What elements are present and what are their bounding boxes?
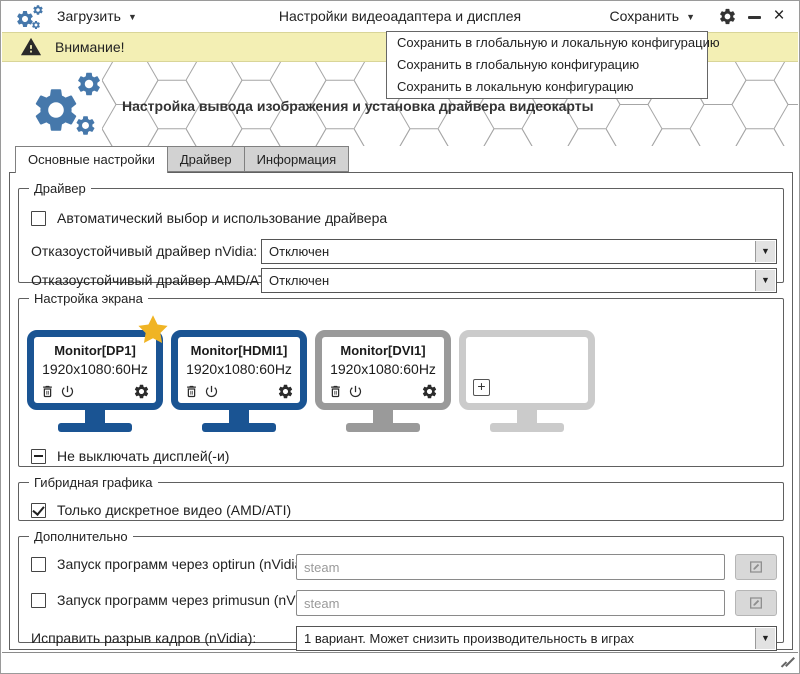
- save-dropdown-button[interactable]: Сохранить▼: [609, 8, 696, 24]
- additional-group-title: Дополнительно: [34, 529, 128, 544]
- discrete-only-label[interactable]: Только дискретное видео (AMD/ATI): [57, 502, 292, 518]
- app-logo-gears-icon: [30, 70, 114, 142]
- power-icon[interactable]: [348, 384, 363, 399]
- monitor-empty-slot[interactable]: +: [459, 330, 595, 432]
- power-icon[interactable]: [204, 384, 219, 399]
- pencil-icon: [748, 559, 764, 575]
- monitor-resolution: 1920x1080:60Hz: [186, 361, 292, 377]
- monitor-resolution: 1920x1080:60Hz: [42, 361, 148, 377]
- minimize-button[interactable]: [748, 16, 761, 19]
- trash-icon[interactable]: [184, 384, 199, 399]
- tearing-fix-label: Исправить разрыв кадров (nVidia):: [31, 630, 257, 646]
- hybrid-graphics-group: Гибридная графика Только дискретное виде…: [18, 475, 784, 521]
- auto-driver-checkbox[interactable]: [31, 210, 46, 226]
- monitor-name: Monitor[DP1]: [54, 343, 136, 358]
- monitor-dp1[interactable]: Monitor[DP1] 1920x1080:60Hz: [27, 330, 163, 432]
- load-dropdown-button[interactable]: Загрузить▼: [57, 8, 137, 24]
- trash-icon[interactable]: [40, 384, 55, 399]
- primusun-label[interactable]: Запуск программ через primusun (nVidia):: [57, 592, 326, 608]
- chevron-down-icon[interactable]: ▼: [755, 241, 775, 262]
- menu-item-save-local[interactable]: Сохранить в локальную конфигурацию: [397, 79, 634, 94]
- amd-failsafe-label: Отказоустойчивый драйвер AMD/ATI:: [31, 272, 275, 288]
- trash-icon[interactable]: [328, 384, 343, 399]
- auto-driver-label[interactable]: Автоматический выбор и использование дра…: [57, 210, 388, 226]
- tab-driver[interactable]: Драйвер: [166, 146, 245, 172]
- optirun-edit-button[interactable]: [735, 554, 777, 580]
- driver-group-title: Драйвер: [34, 181, 86, 196]
- primusun-checkbox[interactable]: [31, 592, 46, 608]
- hybrid-group-title: Гибридная графика: [34, 475, 153, 490]
- primusun-input[interactable]: [296, 590, 725, 616]
- screen-setup-group: Настройка экрана Monitor[DP1] 1920x1080:…: [18, 291, 784, 467]
- chevron-down-icon: ▼: [686, 12, 695, 22]
- monitor-resolution: 1920x1080:60Hz: [330, 361, 436, 377]
- chevron-down-icon[interactable]: ▼: [755, 628, 775, 649]
- window-title: Настройки видеоадаптера и дисплея: [278, 8, 522, 24]
- close-button[interactable]: ×: [773, 5, 785, 26]
- warning-triangle-icon: [20, 36, 42, 58]
- chevron-down-icon[interactable]: ▼: [755, 270, 775, 291]
- optirun-input[interactable]: [296, 554, 725, 580]
- power-icon[interactable]: [60, 384, 75, 399]
- screen-group-title: Настройка экрана: [34, 291, 143, 306]
- tab-bar: Основные настройки Драйвер Информация: [15, 146, 350, 173]
- gear-icon[interactable]: [133, 383, 150, 400]
- nvidia-failsafe-label: Отказоустойчивый драйвер nVidia:: [31, 243, 258, 259]
- menu-item-save-global-and-local[interactable]: Сохранить в глобальную и локальную конфи…: [397, 35, 720, 50]
- keep-display-on-label[interactable]: Не выключать дисплей(-и): [57, 448, 230, 464]
- resize-grip[interactable]: [777, 656, 791, 668]
- discrete-only-row: Только дискретное видео (AMD/ATI): [31, 502, 291, 518]
- chevron-down-icon: ▼: [127, 12, 137, 22]
- tab-main-settings[interactable]: Основные настройки: [15, 146, 168, 173]
- primusun-row: Запуск программ через primusun (nVidia):: [31, 592, 326, 608]
- discrete-only-checkbox[interactable]: [31, 502, 46, 518]
- pencil-icon: [748, 595, 764, 611]
- warning-text: Внимание!: [55, 39, 125, 55]
- gear-icon[interactable]: [277, 383, 294, 400]
- primusun-edit-button[interactable]: [735, 590, 777, 616]
- save-dropdown-menu: Сохранить в глобальную и локальную конфи…: [386, 31, 720, 99]
- title-bar: Настройки видеоадаптера и дисплея Загруз…: [1, 1, 799, 32]
- driver-group: Драйвер Автоматический выбор и использов…: [18, 181, 784, 293]
- tearing-fix-select[interactable]: 1 вариант. Может снизить производительно…: [296, 626, 777, 651]
- tab-information[interactable]: Информация: [243, 146, 350, 172]
- settings-gear-icon[interactable]: [718, 7, 737, 26]
- status-bar: [2, 652, 798, 672]
- menu-item-save-global[interactable]: Сохранить в глобальную конфигурацию: [397, 57, 640, 72]
- amd-failsafe-select[interactable]: Отключен ▼: [261, 268, 777, 293]
- tab-content-panel: Драйвер Автоматический выбор и использов…: [9, 172, 793, 651]
- nvidia-failsafe-select[interactable]: Отключен ▼: [261, 239, 777, 264]
- primary-star-icon: [136, 313, 170, 347]
- add-monitor-icon[interactable]: +: [473, 379, 490, 396]
- keep-display-on-checkbox[interactable]: [31, 448, 46, 464]
- auto-driver-row: Автоматический выбор и использование дра…: [31, 210, 387, 226]
- page-subtitle: Настройка вывода изображения и установка…: [122, 98, 594, 114]
- additional-group: Дополнительно Запуск программ через opti…: [18, 529, 784, 651]
- optirun-label[interactable]: Запуск программ через optirun (nVidia):: [57, 556, 311, 572]
- optirun-row: Запуск программ через optirun (nVidia):: [31, 556, 311, 572]
- gear-icon[interactable]: [421, 383, 438, 400]
- keep-display-on-row: Не выключать дисплей(-и): [31, 448, 229, 464]
- monitor-name: Monitor[DVI1]: [340, 343, 426, 358]
- optirun-checkbox[interactable]: [31, 556, 46, 572]
- monitor-dvi1[interactable]: Monitor[DVI1] 1920x1080:60Hz: [315, 330, 451, 432]
- monitor-hdmi1[interactable]: Monitor[HDMI1] 1920x1080:60Hz: [171, 330, 307, 432]
- monitor-name: Monitor[HDMI1]: [190, 343, 288, 358]
